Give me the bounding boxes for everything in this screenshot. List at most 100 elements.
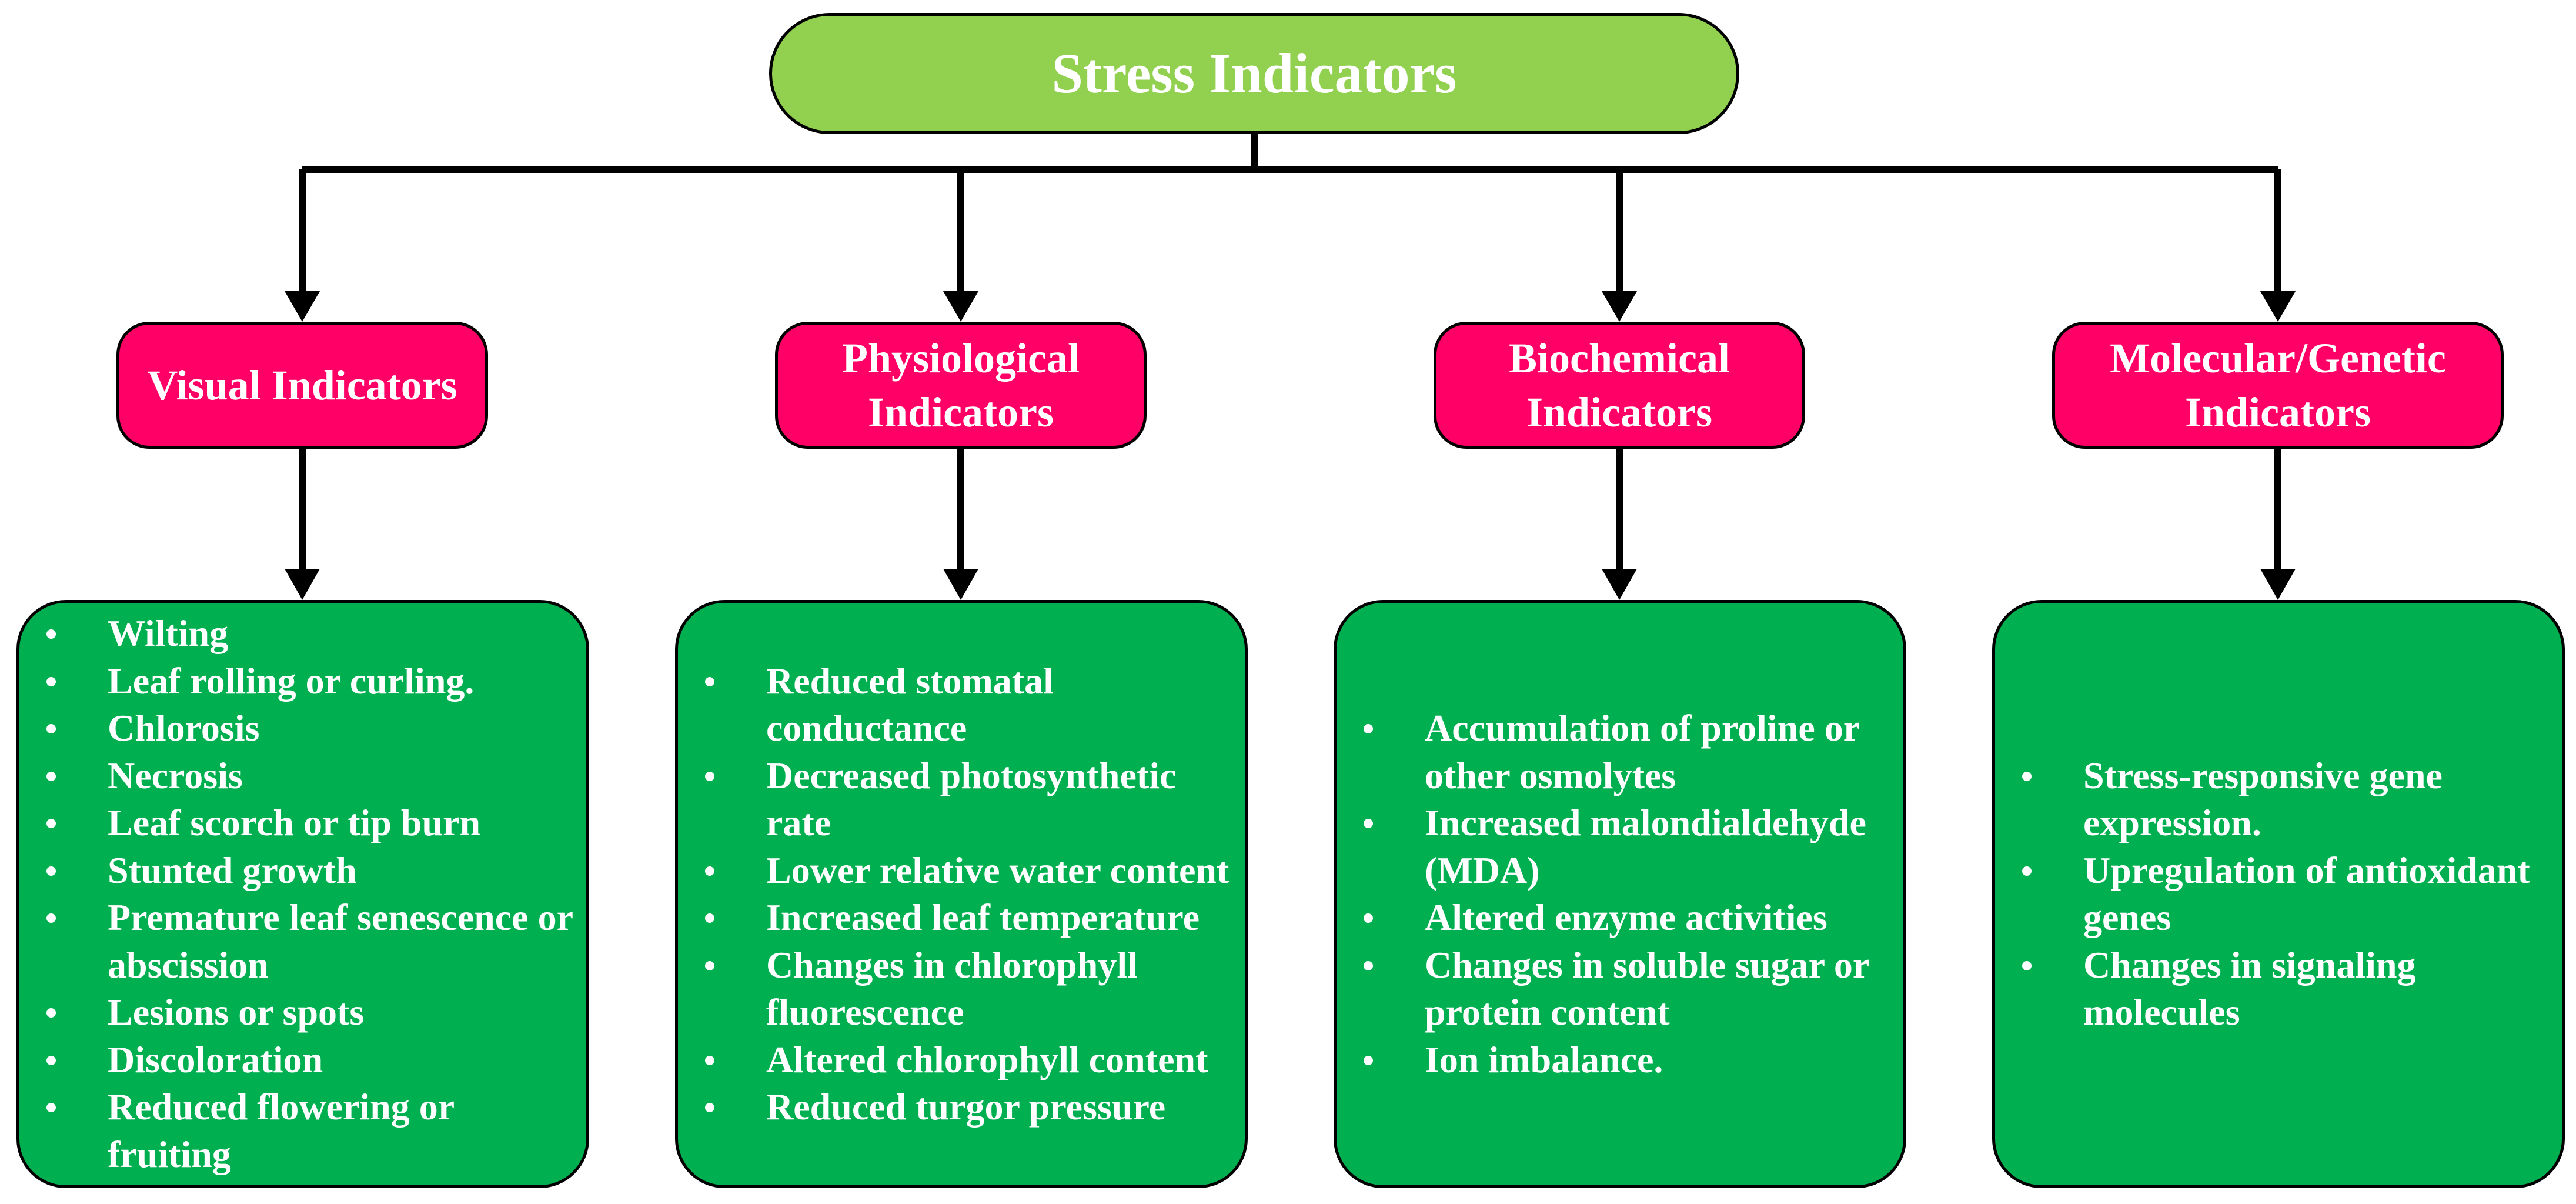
detail-list: Stress-responsive gene expression. Upreg…	[2016, 752, 2550, 1036]
category-label: Biochemical Indicators	[1509, 335, 1730, 436]
list-item-text: Accumulation of proline or other osmolyt…	[1425, 707, 1859, 796]
list-item: Changes in signaling molecules	[2016, 942, 2550, 1036]
bullet-icon	[705, 1103, 714, 1112]
bullet-icon	[46, 629, 56, 639]
arrow-root-to-molecular	[2260, 169, 2296, 322]
bullet-icon	[46, 676, 56, 686]
list-item: Leaf rolling or curling.	[41, 658, 574, 705]
detail-list: Reduced stomatal conductance Decreased p…	[699, 658, 1233, 1131]
arrow-visual-to-details	[285, 449, 320, 600]
bullet-icon	[1364, 960, 1373, 970]
bullet-icon	[1364, 724, 1373, 733]
list-item-text: Increased malondialdehyde (MDA)	[1425, 802, 1866, 891]
bullet-icon	[2022, 866, 2032, 876]
list-item-text: Reduced turgor pressure	[766, 1086, 1166, 1128]
bullet-icon	[46, 913, 56, 923]
arrow-molecular-to-details	[2260, 449, 2296, 600]
list-item-text: Stress-responsive gene expression.	[2083, 754, 2443, 844]
list-item-text: Discoloration	[108, 1038, 323, 1080]
list-item-text: Necrosis	[108, 754, 243, 796]
root-title: Stress Indicators	[1051, 42, 1457, 105]
list-item-text: Changes in chlorophyll fluorescence	[766, 943, 1138, 1033]
detail-list: Wilting Leaf rolling or curling. Chloros…	[41, 610, 574, 1178]
bullet-icon	[46, 819, 56, 828]
bullet-icon	[705, 866, 714, 876]
bullet-icon	[46, 771, 56, 781]
list-item: Accumulation of proline or other osmolyt…	[1358, 705, 1892, 799]
list-item: Increased malondialdehyde (MDA)	[1358, 799, 1892, 894]
bullet-icon	[705, 1055, 714, 1065]
bullet-icon	[46, 724, 56, 733]
list-item: Chlorosis	[41, 705, 574, 752]
list-item-text: Stunted growth	[108, 849, 357, 891]
bullet-icon	[1364, 819, 1373, 828]
category-node-molecular-genetic: Molecular/Genetic Indicators	[2052, 322, 2504, 449]
list-item: Increased leaf temperature	[699, 894, 1233, 942]
list-item-text: Altered enzyme activities	[1425, 896, 1827, 938]
list-item-text: Leaf rolling or curling.	[108, 659, 475, 702]
list-item: Reduced stomatal conductance	[699, 658, 1233, 752]
list-item: Altered chlorophyll content	[699, 1036, 1233, 1084]
detail-list: Accumulation of proline or other osmolyt…	[1358, 705, 1892, 1083]
list-item: Reduced flowering or fruiting	[41, 1083, 574, 1178]
list-item: Leaf scorch or tip burn	[41, 799, 574, 847]
bullet-icon	[705, 960, 714, 970]
list-item-text: Chlorosis	[108, 707, 260, 749]
list-item-text: Wilting	[108, 612, 229, 654]
arrow-root-to-physiological	[943, 169, 978, 322]
category-node-biochemical: Biochemical Indicators	[1434, 322, 1805, 449]
list-item: Premature leaf senescence or abscission	[41, 894, 574, 989]
bullet-icon	[1364, 1055, 1373, 1065]
list-item-text: Lower relative water content	[766, 849, 1229, 891]
list-item-text: Premature leaf senescence or abscission	[108, 896, 573, 986]
list-item: Ion imbalance.	[1358, 1036, 1892, 1084]
list-item-text: Reduced stomatal conductance	[766, 659, 1054, 749]
list-item: Wilting	[41, 610, 574, 658]
list-item-text: Decreased photosynthetic rate	[766, 754, 1177, 844]
bullet-icon	[705, 771, 714, 781]
list-item: Necrosis	[41, 752, 574, 800]
detail-box-biochemical: Accumulation of proline or other osmolyt…	[1334, 600, 1906, 1188]
bullet-icon	[46, 866, 56, 876]
list-item: Changes in chlorophyll fluorescence	[699, 942, 1233, 1036]
list-item: Lower relative water content	[699, 847, 1233, 895]
list-item-text: Upregulation of antioxidant genes	[2083, 849, 2530, 939]
bullet-icon	[1364, 913, 1373, 923]
list-item: Stress-responsive gene expression.	[2016, 752, 2550, 847]
list-item: Upregulation of antioxidant genes	[2016, 847, 2550, 942]
list-item-text: Leaf scorch or tip burn	[108, 802, 481, 843]
list-item-text: Changes in signaling molecules	[2083, 943, 2416, 1033]
list-item-text: Increased leaf temperature	[766, 896, 1200, 938]
list-item-text: Reduced flowering or fruiting	[108, 1086, 454, 1175]
bullet-icon	[2022, 960, 2032, 970]
list-item-text: Ion imbalance.	[1425, 1038, 1663, 1080]
list-item: Discoloration	[41, 1036, 574, 1084]
category-node-physiological: Physiological Indicators	[775, 322, 1147, 449]
arrow-root-to-visual	[285, 169, 320, 322]
arrow-physiological-to-details	[943, 449, 978, 600]
category-node-visual: Visual Indicators	[116, 322, 488, 449]
list-item-text: Changes in soluble sugar or protein cont…	[1425, 943, 1869, 1033]
list-item: Changes in soluble sugar or protein cont…	[1358, 942, 1892, 1036]
arrow-biochemical-to-details	[1602, 449, 1637, 600]
bullet-icon	[705, 676, 714, 686]
detail-box-physiological: Reduced stomatal conductance Decreased p…	[675, 600, 1248, 1188]
list-item: Stunted growth	[41, 847, 574, 895]
detail-box-visual: Wilting Leaf rolling or curling. Chloros…	[16, 600, 589, 1188]
arrow-root-to-biochemical	[1602, 169, 1637, 322]
list-item: Decreased photosynthetic rate	[699, 752, 1233, 847]
detail-box-molecular-genetic: Stress-responsive gene expression. Upreg…	[1992, 600, 2565, 1188]
bullet-icon	[2022, 771, 2032, 781]
bullet-icon	[705, 913, 714, 923]
category-label: Physiological Indicators	[841, 335, 1080, 436]
bullet-icon	[46, 1055, 56, 1065]
bullet-icon	[46, 1008, 56, 1018]
category-label: Molecular/Genetic Indicators	[2110, 335, 2446, 436]
bullet-icon	[46, 1103, 56, 1112]
root-node-stress-indicators: Stress Indicators	[769, 13, 1739, 134]
category-label: Visual Indicators	[147, 362, 457, 409]
list-item-text: Lesions or spots	[108, 991, 365, 1033]
list-item-text: Altered chlorophyll content	[766, 1038, 1208, 1080]
